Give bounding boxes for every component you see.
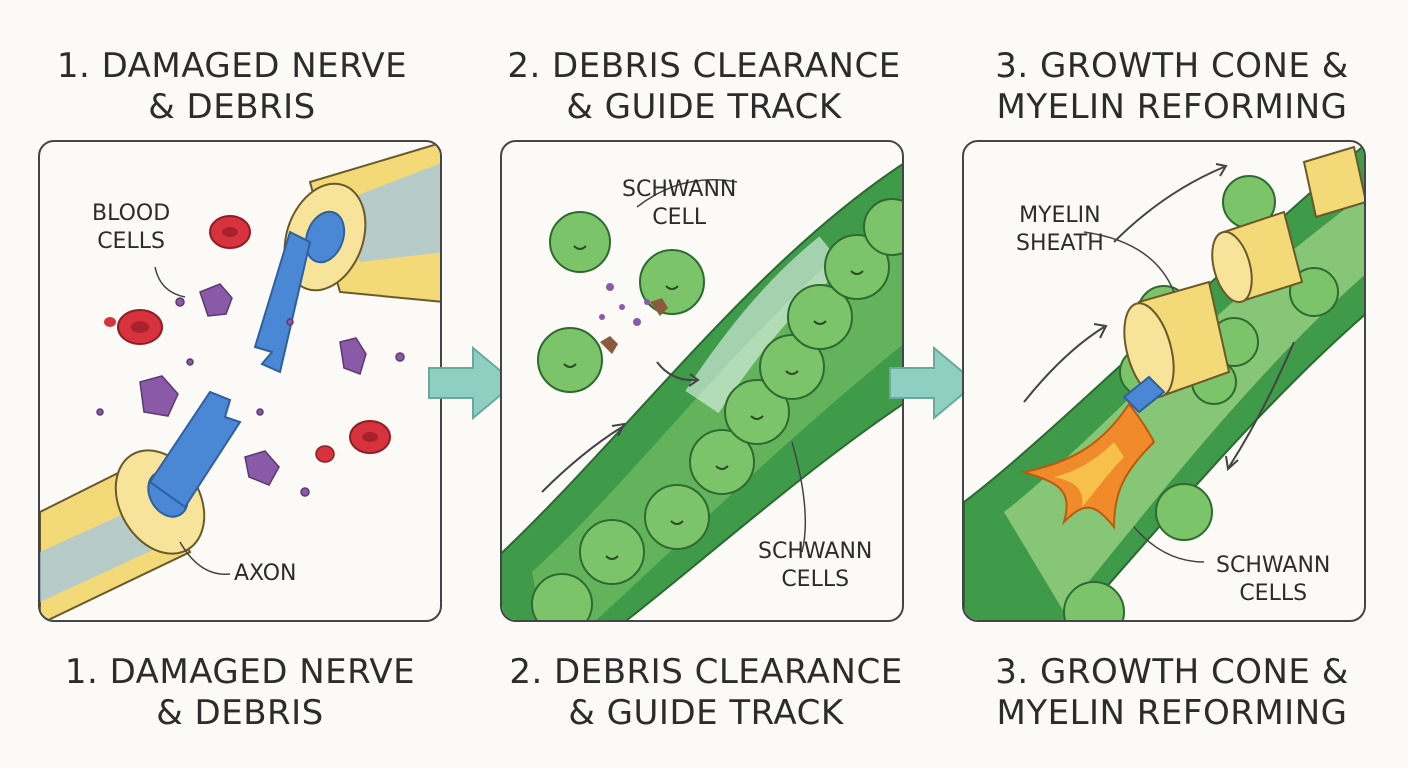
label-schwann-cells: SCHWANN CELLS [758,539,873,592]
panel-damaged-nerve: BLOOD CELLS AXON [38,140,442,622]
lower-nerve-stump [40,390,242,620]
process-arrow-2 [889,346,978,420]
schwann-cells-free [537,211,705,393]
schwann-cells-track [531,198,902,620]
axon-leader-line [179,541,231,575]
label-axon: AXON [234,561,297,586]
schwann-cells-leader-line [1133,526,1205,563]
motion-arrows [541,361,700,493]
panel-1-title-bottom: 1. DAMAGED NERVE & DEBRIS [64,652,416,733]
panel-2-title-bottom: 2. DEBRIS CLEARANCE & GUIDE TRACK [509,652,903,733]
myelin-segments [1123,145,1364,399]
panel-growth-cone: MYELIN SHEATH SCHWANN CELLS [962,140,1366,622]
blood-cells-leader-line [154,266,186,298]
cell-faces [563,245,864,560]
panel-3-title-top: 3. GROWTH CONE & MYELIN REFORMING [995,46,1349,127]
debris-clearance-illustration [502,163,902,620]
blood-cells [104,215,391,463]
process-arrow-1 [428,346,517,420]
label-schwann-cell: SCHWANN CELL [622,177,737,230]
debris-fragments [96,283,405,497]
growth-cone-illustration [964,144,1364,620]
myelin-sheath-leader-line [1083,231,1175,293]
regrowing-axon [1122,375,1166,414]
motion-arrows [1023,163,1295,471]
panel-3-title-bottom: 3. GROWTH CONE & MYELIN REFORMING [995,652,1349,733]
damaged-nerve-illustration [40,142,440,620]
label-schwann-cells: SCHWANN CELLS [1216,553,1331,606]
upper-nerve-stump [253,142,440,374]
cleared-debris [599,283,668,354]
label-myelin-sheath: MYELIN SHEATH [1016,203,1104,256]
label-blood-cells: BLOOD CELLS [92,201,171,254]
panel-debris-clearance: SCHWANN CELL SCHWANN CELLS [500,140,904,622]
growth-cone [1020,402,1156,530]
schwann-cells-leader-line [791,441,807,553]
schwann-cell-leader-line [636,179,738,208]
panel-2-title-top: 2. DEBRIS CLEARANCE & GUIDE TRACK [507,46,901,127]
panel-1-title-top: 1. DAMAGED NERVE & DEBRIS [56,46,408,127]
